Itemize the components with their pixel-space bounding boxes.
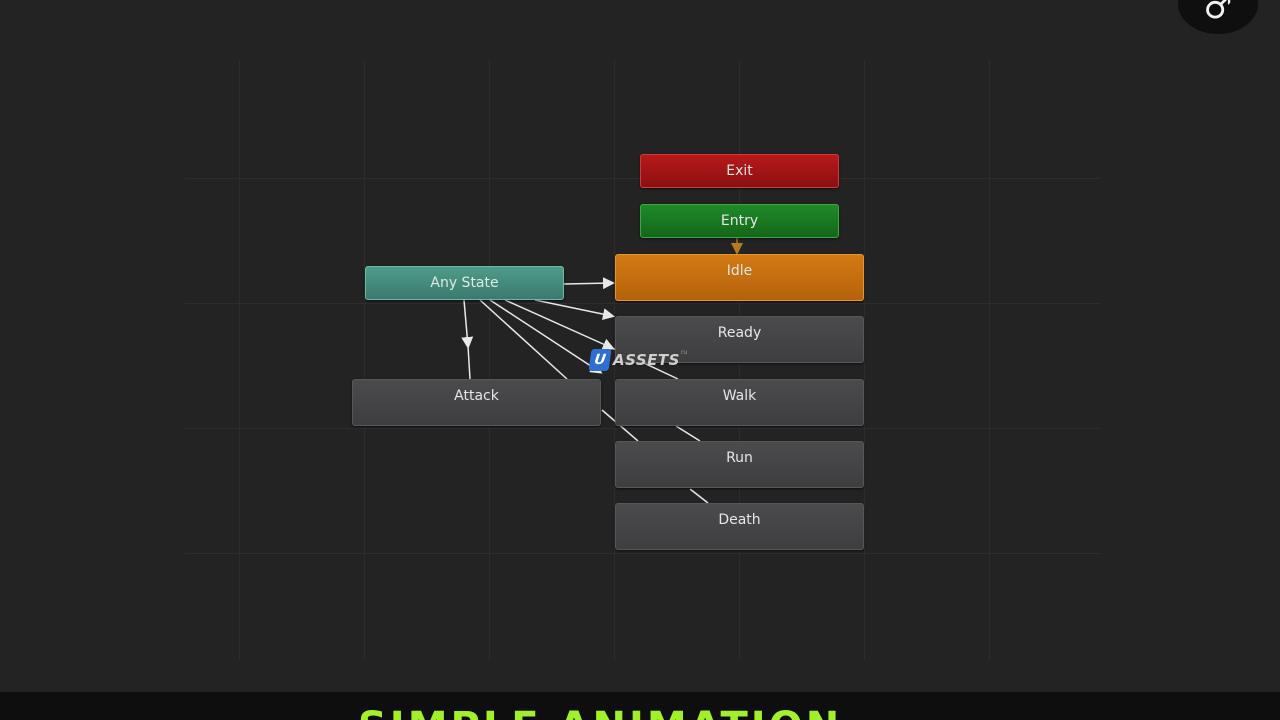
grid-line [864,60,865,660]
state-ready-label: Ready [717,325,762,341]
state-death-label: Death [718,512,761,528]
state-idle[interactable]: Idle [615,254,864,301]
any-to-walk-transition [504,299,615,350]
grid-line [185,553,1100,554]
caption-band: SIMPLE ANIMATION [0,692,1280,720]
state-idle-label: Idle [726,263,753,279]
state-death[interactable]: Death [615,503,864,550]
state-walk-label: Walk [722,388,757,404]
grid-line [239,60,240,660]
state-run-label: Run [726,450,753,466]
state-attack-label: Attack [454,388,499,404]
watermark-logo-icon: U [588,349,612,371]
state-ready[interactable]: Ready [615,316,864,363]
state-exit-label: Exit [726,163,753,179]
watermark-text: ASSETS [613,351,680,369]
state-walk[interactable]: Walk [615,379,864,426]
state-entry-label: Entry [720,213,759,229]
grid-line [989,60,990,660]
any-to-death-transition [479,299,568,380]
any-to-attack-transition [461,299,474,349]
channel-logo-glyph: ♂ [1203,0,1233,26]
watermark-sup: ru [680,348,688,356]
state-run[interactable]: Run [615,441,864,488]
video-caption: SIMPLE ANIMATION [358,704,842,720]
animator-graph[interactable]: Exit Entry Idle Any State Ready Walk Run… [0,0,1280,692]
state-entry[interactable]: Entry [640,204,839,238]
state-any-state-label: Any State [430,275,499,291]
grid-line [364,60,365,660]
grid-line [185,303,1100,304]
state-any-state[interactable]: Any State [365,266,564,300]
grid-line [489,60,490,660]
state-exit[interactable]: Exit [640,154,839,188]
any-to-idle-transition [563,277,615,290]
state-attack[interactable]: Attack [352,379,601,426]
grid-line [185,428,1100,429]
any-to-run-transition [489,299,603,374]
uassets-watermark: U ASSETS ru [588,348,688,371]
